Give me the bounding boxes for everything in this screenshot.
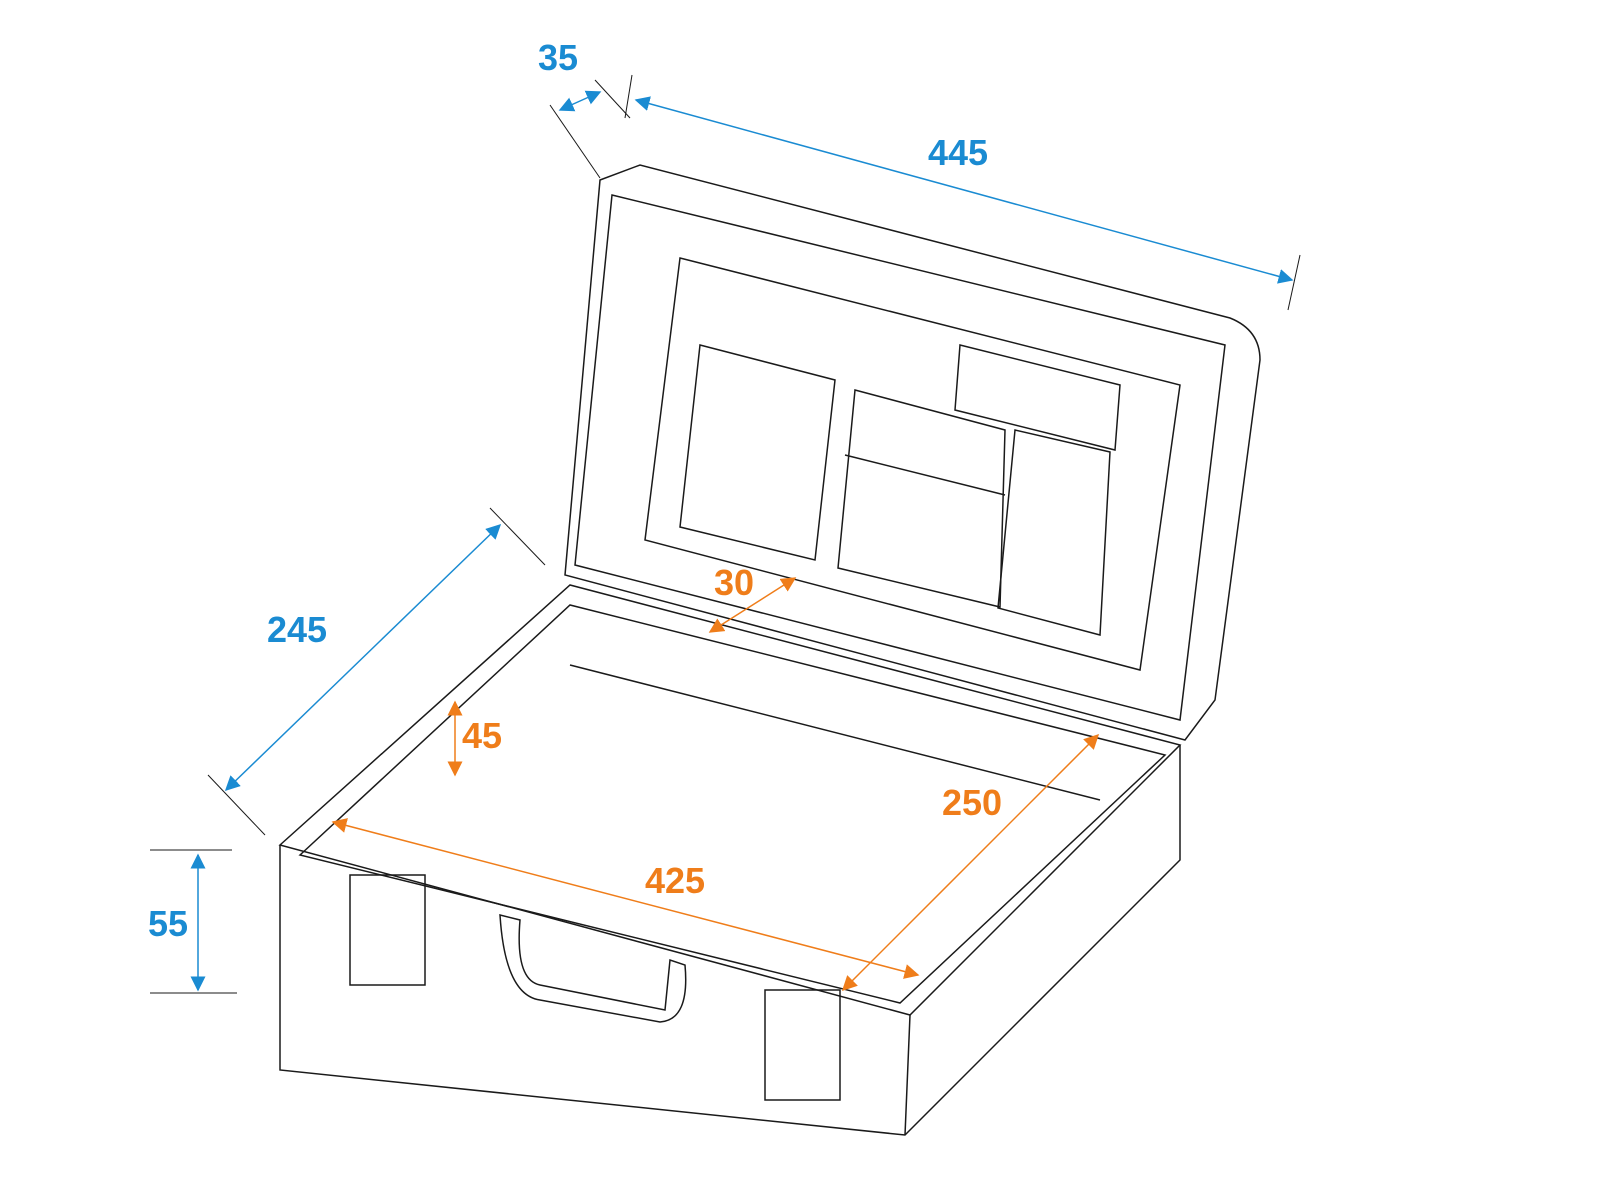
extension-lines [150, 74, 1301, 994]
outer-dimension-lines [190, 90, 1294, 992]
dimension-label-lid-depth: 35 [538, 37, 579, 78]
dimension-label-inner-depth: 250 [942, 782, 1003, 823]
dimension-label-depth: 245 [267, 609, 328, 650]
dimension-label-base-inner-depth: 45 [462, 715, 503, 756]
dimension-label-width: 445 [928, 132, 989, 173]
dimension-label-lid-inner-depth: 30 [714, 562, 755, 603]
case-outline [278, 164, 1261, 1136]
dimension-label-inner-width: 425 [645, 860, 706, 901]
dimension-label-height: 55 [148, 903, 189, 944]
inner-dimension-lines [331, 577, 1100, 992]
